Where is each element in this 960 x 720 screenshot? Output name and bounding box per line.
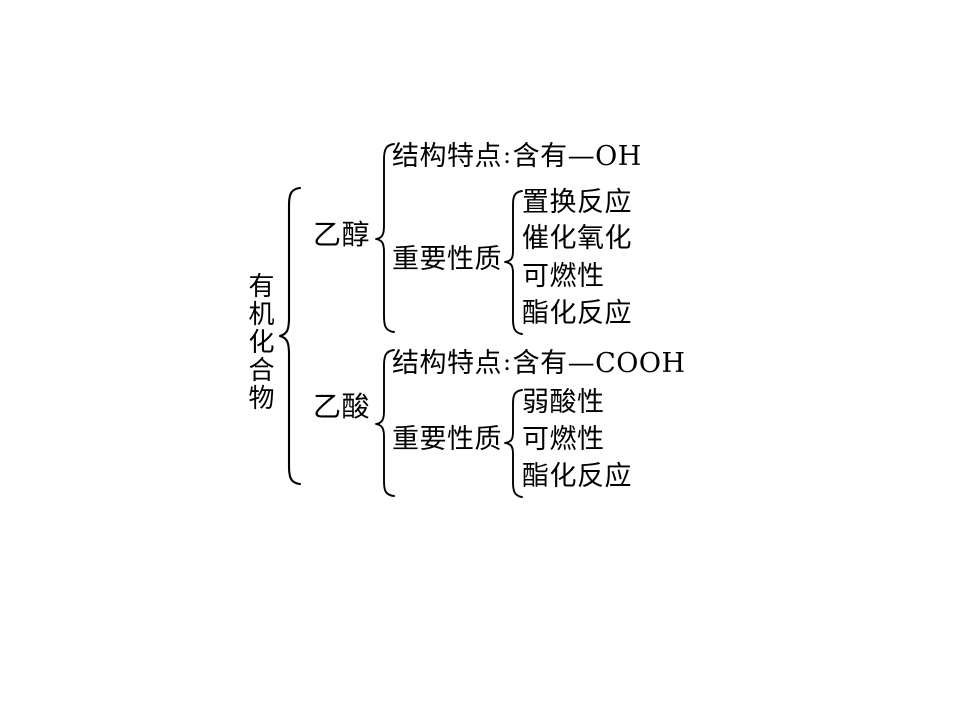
ethanol-brace [375, 143, 395, 333]
acetic-acid-structure-value: 含有—COOH [512, 348, 686, 379]
acetic-acid-structure-row: 结构特点:含有—COOH [392, 347, 686, 379]
ethanol-property-item: 催化氧化 [522, 223, 632, 254]
ethanol-properties-label: 重要性质 [392, 244, 502, 275]
ethanol-structure-value: 含有—OH [512, 141, 642, 172]
branch-label-acetic-acid: 乙酸 [313, 390, 371, 423]
root-brace [278, 186, 302, 486]
acetic-acid-property-item: 弱酸性 [522, 387, 605, 418]
ethanol-property-item: 酯化反应 [522, 298, 632, 329]
acetic-acid-structure-separator: : [503, 348, 512, 376]
ethanol-structure-label: 结构特点 [392, 141, 502, 172]
acetic-acid-brace [375, 349, 395, 497]
acetic-acid-property-item: 可燃性 [522, 424, 605, 455]
ethanol-structure-separator: : [503, 141, 512, 169]
branch-label-ethanol: 乙醇 [313, 218, 371, 251]
ethanol-structure-row: 结构特点:含有—OH [392, 140, 642, 172]
ethanol-property-item: 可燃性 [522, 261, 605, 292]
acetic-acid-structure-label: 结构特点 [392, 348, 502, 379]
acetic-acid-properties-label: 重要性质 [392, 424, 502, 455]
acetic-acid-properties-brace [504, 389, 523, 498]
root-label: 有机化合物 [244, 272, 274, 412]
ethanol-properties-brace [504, 190, 523, 335]
ethanol-property-item: 置换反应 [522, 187, 632, 218]
acetic-acid-property-item: 酯化反应 [522, 461, 632, 492]
